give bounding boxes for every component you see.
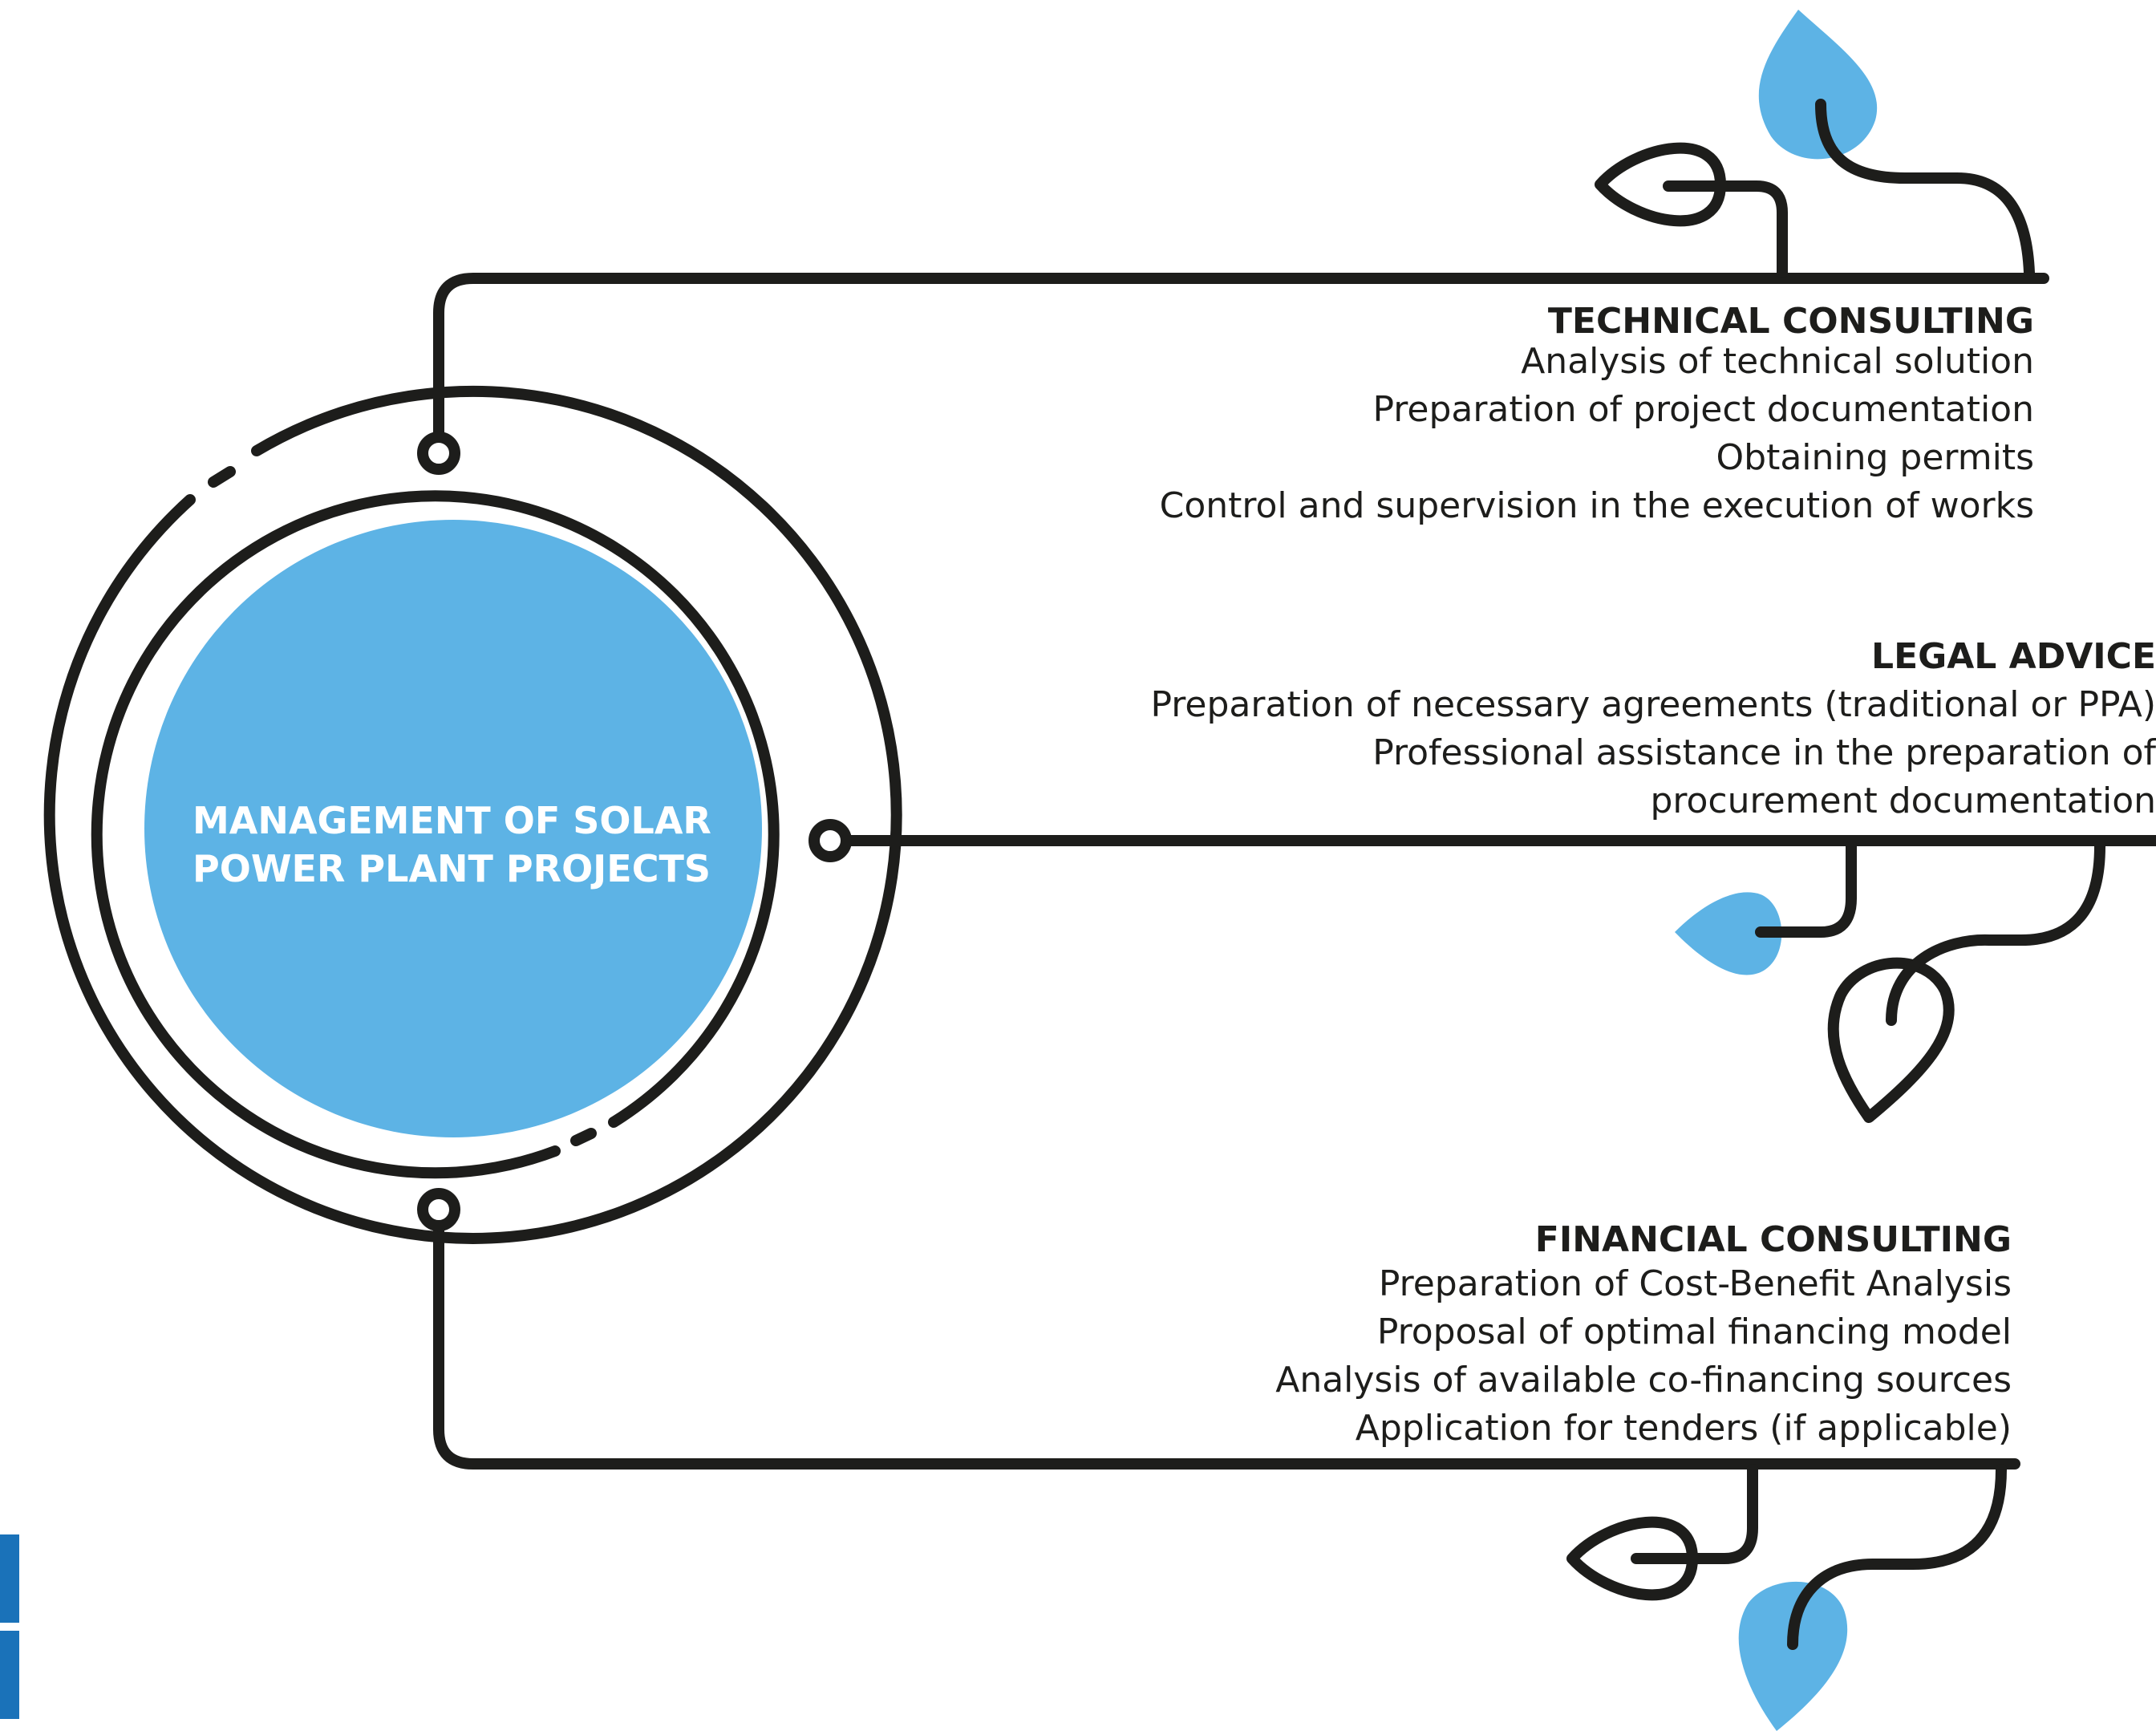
financial-item: Preparation of Cost-Benefit Analysis (1379, 1263, 2012, 1304)
leaf-icon (1827, 957, 1955, 1123)
technical-item: Obtaining permits (1716, 437, 2035, 478)
legal-item: procurement documentation (1650, 780, 2156, 821)
financial-item: Proposal of optimal financing model (1377, 1311, 2012, 1352)
node-icon-financial (417, 1188, 460, 1231)
node-icon-legal (808, 819, 852, 862)
side-tab[interactable] (0, 1534, 19, 1623)
leaf-icon (1758, 10, 1878, 160)
inner-ring (91, 490, 780, 1179)
center-circle (144, 520, 762, 1137)
vine-stem (1787, 1464, 2007, 1650)
technical-title: TECHNICAL CONSULTING (1548, 301, 2034, 342)
vine-stem (1815, 99, 2035, 278)
technical-item: Control and supervision in the execution… (1160, 485, 2034, 526)
technical-item: Preparation of project documentation (1372, 389, 2034, 430)
legal-item: Preparation of necessary agreements (tra… (1151, 684, 2156, 725)
vine-stem (1886, 841, 2105, 1026)
financial-item: Application for tenders (if applicable) (1356, 1408, 2012, 1449)
vine-stem (1755, 841, 1857, 938)
vine-stem (1663, 180, 1788, 278)
center-label-line1: MANAGEMENT OF SOLAR (192, 799, 711, 842)
node-icon-technical (417, 432, 460, 475)
center-label-line2: POWER PLANT PROJECTS (192, 847, 711, 890)
technical-item: Analysis of technical solution (1521, 341, 2034, 382)
financial-title: FINANCIAL CONSULTING (1535, 1219, 2012, 1260)
leaf-icon (1738, 1581, 1848, 1731)
connector-financial (433, 1204, 2020, 1470)
vine-stem (1631, 1464, 1758, 1564)
outer-ring (43, 385, 902, 1244)
side-tab[interactable] (0, 1631, 19, 1719)
financial-item: Analysis of available co-financing sourc… (1275, 1360, 2012, 1401)
connector-technical (433, 273, 2049, 459)
outer-ring-dash (208, 466, 236, 488)
leaf-icon (1675, 892, 1782, 975)
legal-title: LEGAL ADVICE (1871, 636, 2156, 677)
inner-ring-dash (570, 1128, 597, 1146)
legal-item: Professional assistance in the preparati… (1372, 732, 2156, 773)
